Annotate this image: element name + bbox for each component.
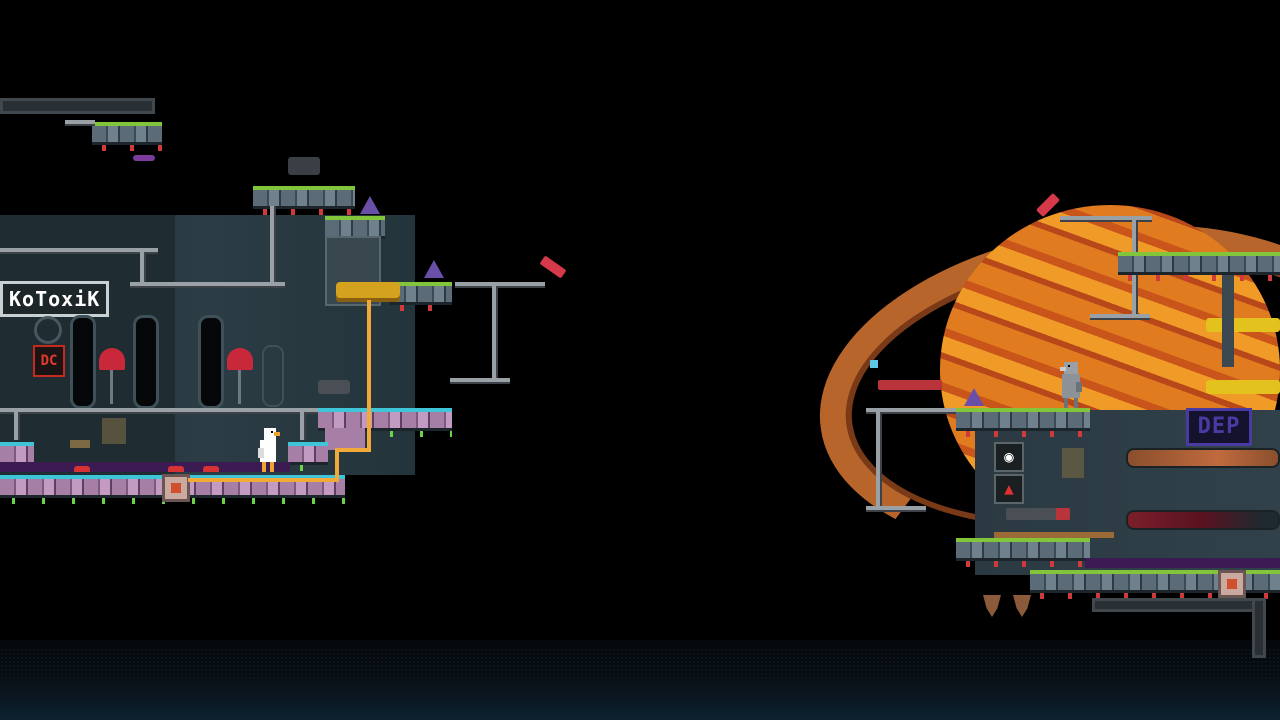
mid-rail <box>130 282 285 288</box>
walkway-rail <box>455 282 545 288</box>
spawn-marker-icon <box>133 155 155 161</box>
white-duck-player <box>258 428 280 472</box>
small-rail-top-left <box>65 120 95 126</box>
shotgun-icon[interactable] <box>318 380 350 394</box>
orange-wire <box>367 300 371 450</box>
upper-rail-right <box>1060 216 1152 222</box>
purple-floor-strip-right <box>1085 558 1280 568</box>
top-left-beam <box>0 98 155 114</box>
steam-logo-icon <box>34 316 62 344</box>
spawn-pad <box>203 466 219 472</box>
platform-tower-ledge <box>390 282 452 311</box>
pink-block <box>325 428 365 450</box>
eye-icon: ◉ <box>994 442 1024 472</box>
floor-band <box>0 640 1280 720</box>
warning-icon: ▲ <box>994 474 1024 504</box>
turret-icon <box>360 196 380 214</box>
tower-wall-right <box>1222 275 1234 367</box>
orange-wire <box>188 478 338 482</box>
red-lamp-icon <box>227 348 253 370</box>
cannon-icon[interactable] <box>288 157 320 175</box>
upper-rail-support <box>140 252 146 282</box>
sniper-rifle-icon[interactable] <box>878 380 942 390</box>
shelf <box>994 532 1114 538</box>
gold-blaster-icon[interactable] <box>336 282 400 302</box>
platform-right-ledge <box>318 408 452 437</box>
walkway-support-right <box>876 412 882 508</box>
thruster-icon <box>1013 595 1031 617</box>
item-crate[interactable] <box>1218 570 1246 598</box>
window-slot <box>70 315 96 409</box>
gold-blaster-icon[interactable] <box>1206 318 1280 332</box>
gold-blaster-icon[interactable] <box>1206 380 1280 394</box>
platform-top-right <box>1118 252 1280 281</box>
lamp-pole <box>110 370 113 404</box>
poster-icon <box>102 418 126 444</box>
main-floor-right <box>1030 570 1280 599</box>
spawn-light <box>870 360 878 368</box>
lower-rail-support <box>14 412 20 440</box>
assault-rifle-icon[interactable] <box>1006 508 1070 520</box>
red-lamp-icon <box>99 348 125 370</box>
hanging-rail-right <box>1090 314 1150 320</box>
item-crate[interactable] <box>162 474 190 502</box>
support-pole <box>270 206 276 284</box>
walkway-base-right <box>866 506 926 512</box>
window-slot-empty <box>262 345 284 407</box>
lower-rail <box>0 408 318 414</box>
lower-pipe-right-vertical <box>1252 598 1266 658</box>
lower-rail-support <box>300 412 306 440</box>
orange-wire <box>335 448 339 482</box>
window-slot <box>198 315 224 409</box>
meter-top <box>1126 448 1280 468</box>
dc-sign: DC <box>33 345 65 377</box>
platform-duck-right <box>956 408 1090 437</box>
ammo-box-icon <box>70 440 90 448</box>
poster-icon <box>1062 448 1084 478</box>
floating-platform-top-left <box>92 122 162 151</box>
walkway-rail-right <box>866 408 958 414</box>
player-name-tag: KoToxiK <box>0 281 110 317</box>
platform-lower-right <box>956 538 1090 567</box>
window-slot <box>133 315 159 409</box>
platform-upper-left-tower <box>253 186 355 215</box>
spawn-pad <box>74 466 90 472</box>
dep-sign: DEP <box>1186 408 1252 446</box>
walkway-support <box>492 286 498 378</box>
platform-duck-step <box>288 442 328 471</box>
grey-duck-opponent <box>1060 362 1082 408</box>
upper-rail <box>0 248 158 254</box>
meter-bottom <box>1126 510 1280 530</box>
orange-wire <box>335 448 371 452</box>
lower-pipe-right <box>1092 598 1262 612</box>
turret-icon <box>424 260 444 278</box>
walkway-base <box>450 378 510 384</box>
thruster-icon <box>983 595 1001 617</box>
lamp-pole <box>238 370 241 404</box>
spawn-pad <box>168 466 184 472</box>
laser-gun-icon[interactable] <box>539 255 567 279</box>
purple-floor-strip <box>0 462 290 472</box>
